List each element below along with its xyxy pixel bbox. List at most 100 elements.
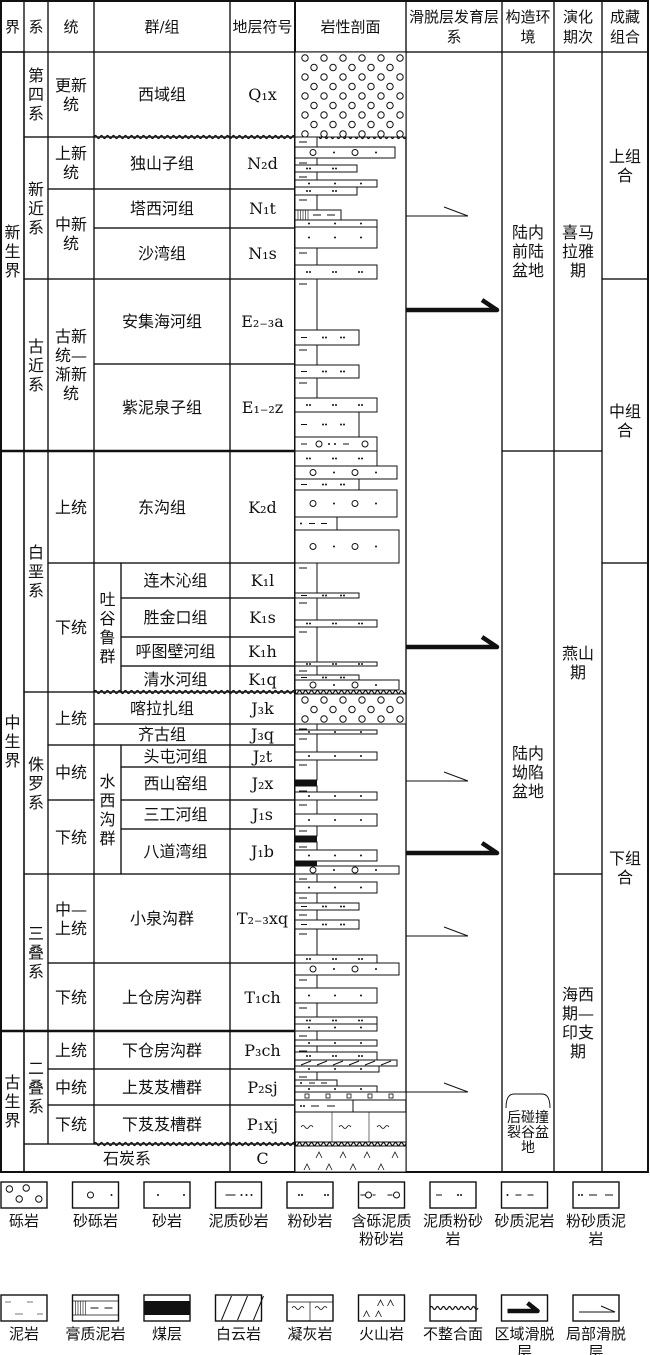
dolomite-line — [221, 1295, 232, 1321]
dot — [332, 271, 334, 273]
lithology-layer-ms — [294, 157, 318, 166]
formation-name: 三工河组 — [143, 805, 208, 824]
local-detachment-arrow — [579, 1305, 616, 1313]
pebble — [351, 500, 359, 507]
pebble-square — [367, 1093, 373, 1099]
legend-swatch-pebbly-muddy-siltstone — [357, 1181, 406, 1209]
dot — [308, 731, 310, 733]
pebble — [348, 120, 356, 129]
pebble — [309, 149, 317, 156]
dot — [306, 404, 308, 406]
pebble — [396, 696, 404, 704]
dot — [361, 663, 363, 665]
lithology-layer-ms — [294, 247, 318, 266]
volcanic-mark — [325, 1163, 333, 1171]
pebble — [351, 681, 359, 689]
dot — [360, 1042, 362, 1044]
dot — [335, 663, 337, 665]
dot — [332, 1055, 334, 1057]
formation-symbol: E₁₋₂z — [241, 398, 284, 417]
legend-swatch-mudstone — [0, 1294, 48, 1322]
dot — [309, 622, 311, 625]
formation-symbol: N₁t — [249, 199, 276, 218]
dot — [309, 190, 311, 192]
legend-label: 泥岩 — [8, 1325, 39, 1343]
pebble — [348, 705, 356, 714]
local-detachment-arrow — [406, 771, 469, 782]
formation-symbol: K₂d — [248, 497, 277, 517]
legend-label: 含砾泥质粉砂岩 — [351, 1212, 412, 1248]
dolomite-line — [380, 1060, 392, 1066]
legend-label: 砂岩 — [151, 1212, 182, 1230]
dot — [340, 336, 342, 339]
series-cell: 中统 — [54, 1077, 87, 1097]
formation-name: 塔西河组 — [129, 199, 194, 218]
series-cell: 下统 — [54, 827, 87, 847]
legend-label: 泥质砂岩 — [208, 1212, 269, 1230]
lithology-layer-sl — [294, 186, 358, 196]
pebble — [329, 101, 337, 110]
pebble — [396, 130, 404, 138]
dolomite-line — [364, 1060, 376, 1066]
pebble — [396, 73, 404, 81]
pebble — [320, 696, 328, 704]
dot — [250, 1194, 253, 1196]
formation-symbol: J₂x — [251, 774, 274, 793]
formation-symbol: N₁s — [248, 244, 277, 263]
dot — [308, 819, 310, 821]
pebble — [351, 149, 359, 156]
tuff-mark — [338, 1125, 352, 1129]
dot — [306, 271, 308, 273]
dot — [335, 167, 337, 170]
dot — [325, 423, 327, 426]
lithology-layer-ms — [294, 377, 318, 399]
legend-swatch-muddy-sandstone — [214, 1181, 263, 1209]
dot — [361, 958, 363, 960]
dot — [301, 1194, 303, 1196]
series-cell: 下统 — [54, 618, 87, 637]
dolomite-line — [253, 1295, 264, 1321]
legend-swatch-regional-detachment — [500, 1294, 549, 1322]
legend-label: 砂砾岩 — [72, 1212, 118, 1230]
dot — [334, 994, 336, 997]
pebble — [367, 82, 375, 91]
formation-name: 西山窑组 — [143, 774, 208, 793]
pebble — [386, 120, 394, 129]
dot — [360, 854, 362, 857]
formation-symbol: C — [256, 1148, 269, 1168]
dot — [334, 819, 336, 821]
pebble — [377, 130, 385, 138]
header-lithology: 岩性剖面 — [320, 17, 381, 36]
pebble — [339, 92, 347, 100]
coal-fill — [144, 1301, 190, 1315]
tuff-mark — [300, 1125, 314, 1129]
tectonic-cell: 陆内坳陷盆地 — [511, 743, 544, 801]
dot — [332, 622, 334, 625]
dot — [343, 905, 345, 908]
dot — [361, 1055, 363, 1057]
formation-name: 喀拉扎组 — [129, 698, 194, 718]
dot — [361, 404, 363, 406]
lithology-layer-ms — [294, 928, 318, 956]
coal-fill — [295, 780, 317, 786]
dot — [157, 1194, 159, 1196]
lithology-layer-tuff — [294, 1111, 407, 1143]
dot — [334, 222, 336, 225]
lithology-layer-vol — [294, 1145, 407, 1173]
dot — [358, 663, 360, 665]
dot — [343, 423, 345, 426]
pebble — [377, 715, 385, 723]
formation-name: 安集海河组 — [121, 312, 202, 331]
lithology-layer-ms — [294, 1071, 318, 1081]
dot — [343, 594, 345, 597]
series-cell: 下统 — [54, 1115, 87, 1134]
dot — [340, 676, 342, 679]
dot — [332, 958, 334, 960]
pebble — [310, 120, 318, 129]
dot — [309, 167, 311, 170]
dot — [343, 676, 345, 679]
dot — [300, 1105, 302, 1107]
tuff-mark — [376, 1125, 390, 1129]
